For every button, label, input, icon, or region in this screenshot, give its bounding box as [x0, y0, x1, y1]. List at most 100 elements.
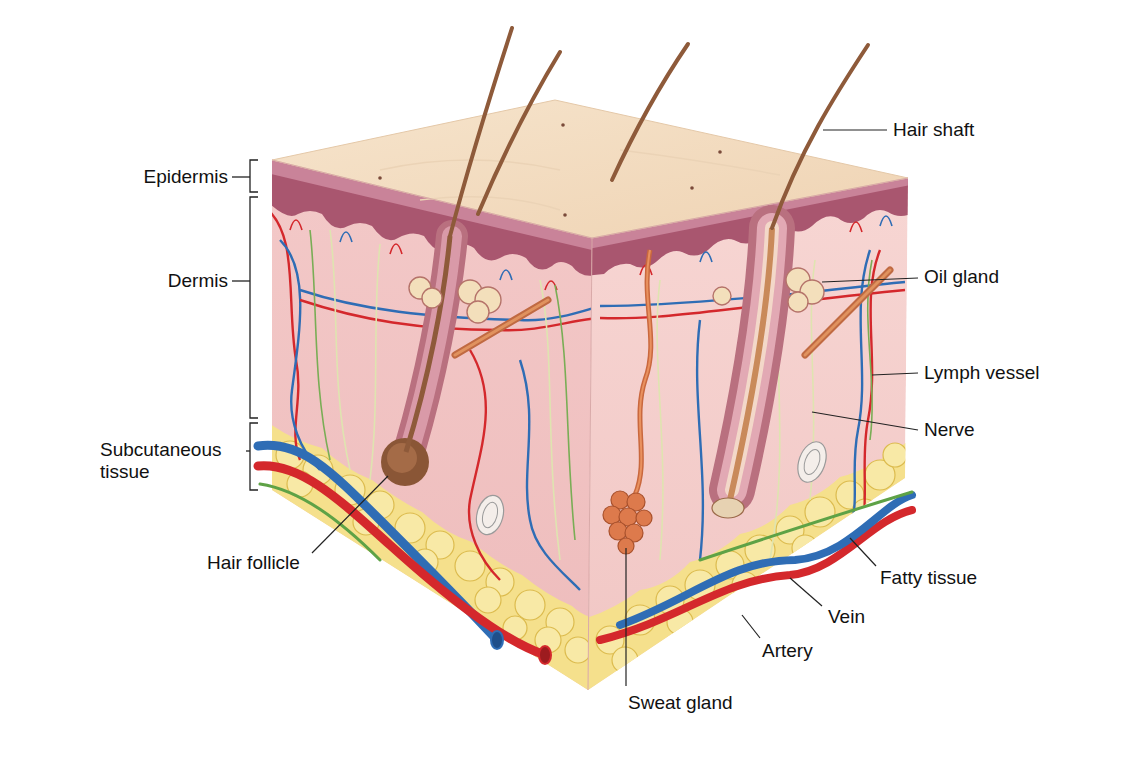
left-face	[262, 205, 600, 590]
left-face	[455, 300, 548, 355]
layer-bracket	[250, 423, 258, 490]
left-face	[381, 438, 429, 486]
layer-bracket	[232, 176, 250, 177]
part-label: Dermis	[168, 270, 228, 292]
layer-bracket	[232, 280, 250, 281]
left-face	[406, 236, 450, 452]
leader-line	[742, 615, 760, 638]
right-face	[700, 252, 712, 262]
part-label: Hair follicle	[207, 552, 300, 574]
leader-line	[312, 476, 388, 553]
part-label: Hair shaft	[893, 119, 974, 141]
skin-surface	[378, 123, 722, 217]
leader-line	[822, 278, 918, 282]
blood-vessels	[620, 495, 912, 625]
left-face	[330, 230, 350, 470]
part-label: Artery	[762, 640, 813, 662]
skin-surface	[718, 150, 722, 154]
right-face	[713, 287, 731, 305]
right-face	[805, 270, 890, 355]
left-face	[472, 492, 507, 537]
left-face	[515, 590, 545, 620]
left-face	[387, 443, 417, 473]
right-face	[730, 228, 772, 500]
blood-vessels	[258, 466, 545, 655]
leader-line	[312, 130, 918, 686]
part-label: Lymph vessel	[924, 362, 1039, 384]
left-face	[390, 244, 402, 254]
right-face	[712, 498, 744, 518]
right-face	[805, 497, 835, 527]
hair	[450, 28, 868, 236]
layer-bracket	[250, 160, 258, 192]
skin-surface	[690, 186, 694, 190]
skin-surface	[272, 100, 908, 238]
left-face	[555, 285, 575, 540]
skin-surface	[563, 213, 567, 217]
right-face	[805, 270, 890, 355]
part-label: Oil gland	[924, 266, 999, 288]
skin-surface	[272, 100, 908, 238]
leader-line	[872, 373, 918, 375]
part-label: Fatty tissue	[880, 567, 977, 589]
left-face	[540, 280, 560, 560]
leader-line	[790, 578, 822, 606]
left-face	[262, 158, 600, 700]
left-face	[480, 501, 500, 530]
left-face	[469, 350, 500, 580]
left-face	[290, 220, 302, 230]
leader-line	[823, 129, 887, 130]
sweat-gland	[609, 522, 627, 540]
blood-vessels	[258, 445, 912, 664]
sweat-gland	[603, 250, 652, 554]
left-face	[340, 232, 352, 242]
left-face	[310, 230, 330, 460]
right-face	[880, 216, 892, 226]
part-label: Epidermis	[144, 166, 228, 188]
part-label: Subcutaneous tissue	[100, 439, 250, 483]
right-face	[697, 320, 703, 560]
left-face	[475, 587, 501, 613]
sweat-gland	[636, 510, 652, 526]
right-face	[788, 292, 808, 312]
left-face	[565, 637, 591, 663]
sweat-gland	[635, 250, 651, 495]
blood-vessels	[260, 484, 380, 560]
layer-bracket	[250, 197, 258, 418]
layer-bracket	[246, 450, 250, 451]
skin-surface	[561, 123, 565, 127]
leader-line	[850, 538, 876, 566]
right-face	[801, 447, 823, 476]
right-face	[580, 172, 916, 700]
sweat-gland	[635, 250, 651, 495]
sweat-gland	[603, 491, 652, 554]
left-face	[455, 300, 548, 355]
right-face	[657, 280, 663, 560]
layer-bracket	[232, 160, 258, 490]
blood-vessels	[491, 631, 503, 649]
leader-line	[625, 548, 626, 686]
hair	[478, 52, 560, 214]
part-label: Nerve	[924, 419, 975, 441]
right-face	[883, 443, 907, 467]
block-edge	[272, 160, 908, 690]
left-face	[409, 277, 501, 323]
hair	[772, 45, 868, 228]
left-face	[500, 270, 512, 280]
sweat-gland	[603, 506, 621, 524]
leader-line	[812, 412, 918, 430]
left-face	[467, 301, 489, 323]
right-face	[793, 438, 832, 486]
blood-vessels	[700, 492, 912, 560]
right-face	[850, 222, 862, 232]
skin-surface	[378, 176, 382, 180]
blood-vessels	[539, 646, 551, 664]
left-face	[370, 244, 380, 480]
part-label: Vein	[828, 606, 865, 628]
right-face	[713, 268, 824, 312]
right-face	[612, 647, 638, 673]
hair	[612, 44, 688, 180]
left-face	[422, 288, 442, 308]
